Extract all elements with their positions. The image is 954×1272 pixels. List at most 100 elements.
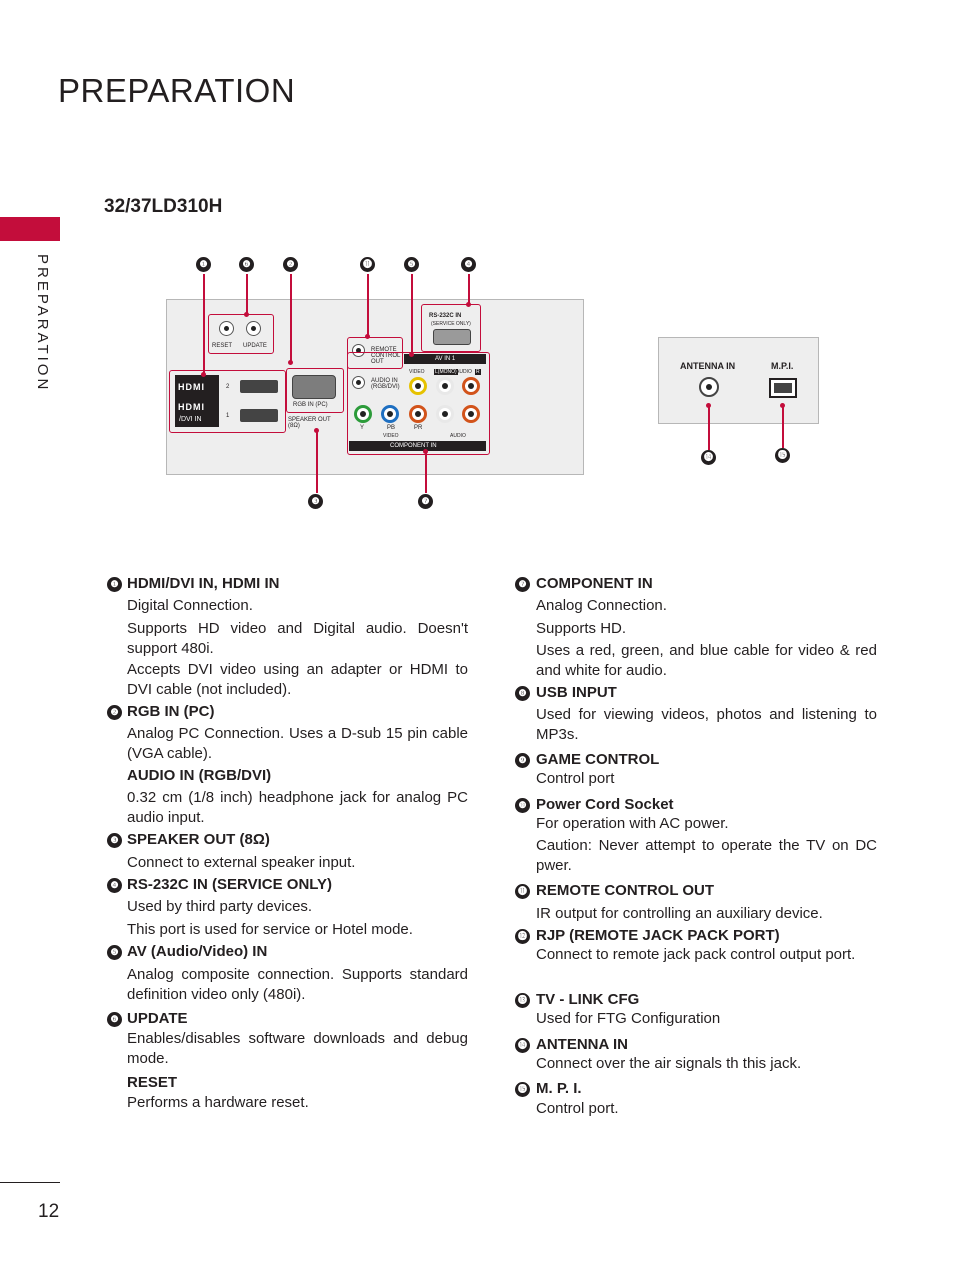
leader-line [425, 451, 427, 493]
item-subtitle: AUDIO IN (RGB/DVI) [127, 767, 272, 784]
component-video-label: VIDEO [383, 433, 399, 439]
leader-dot [409, 352, 414, 357]
item-number: ❿ [515, 798, 530, 813]
item-text: Uses a red, green, and blue cable for vi… [536, 642, 877, 679]
vga-port [292, 375, 336, 399]
l-mono-label: L(MONO) [434, 369, 458, 375]
component-audio-l-jack [436, 405, 454, 423]
av-video-jack [409, 377, 427, 395]
item-text: Used for FTG Configuration [536, 1010, 721, 1027]
item-title: RGB IN (PC) [127, 703, 215, 720]
antenna-jack [699, 377, 719, 397]
item-title: HDMI/DVI IN, HDMI IN [127, 575, 280, 592]
item-text: Control port [536, 770, 615, 787]
item-text: Supports HD. [536, 620, 627, 637]
rs232c-label: RS-232C IN [429, 313, 462, 319]
item-title: AV (Audio/Video) IN [127, 943, 268, 960]
leader-line [246, 274, 248, 314]
service-only-label: (SERVICE ONLY) [431, 321, 471, 327]
item-number: ⓮ [515, 1038, 530, 1053]
callout-1: ❶ [196, 257, 211, 272]
item-title: TV - LINK CFG [536, 991, 640, 1008]
hdmi-2-port [240, 380, 278, 393]
callout-7: ❼ [418, 494, 433, 509]
av-audio-r-jack [462, 377, 480, 395]
av-in-1-label: AV IN 1 [435, 356, 456, 362]
av-video-label: VIDEO [409, 369, 425, 375]
item-number: ❺ [107, 945, 122, 960]
leader-dot [244, 312, 249, 317]
reset-label: RESET [212, 343, 233, 349]
component-y-jack [354, 405, 372, 423]
hdmi-logo-1: HDMI [178, 402, 205, 412]
item-title: RJP (REMOTE JACK PACK PORT) [536, 927, 780, 944]
leader-line [203, 274, 205, 374]
callout-4: ❹ [461, 257, 476, 272]
item-title: UPDATE [127, 1010, 188, 1027]
leader-line [316, 430, 318, 493]
item-text: Performs a hardware reset. [127, 1094, 309, 1111]
item-number: ⓯ [515, 1082, 530, 1097]
item-subtitle: RESET [127, 1074, 178, 1091]
component-audio-label: AUDIO [450, 433, 466, 439]
rgb-in-label: RGB IN (PC) [293, 402, 328, 408]
item-text: Supports HD video and Digital audio. Doe… [127, 620, 468, 657]
item-number: ❹ [107, 878, 122, 893]
leader-dot [706, 403, 711, 408]
item-text: Accepts DVI video using an adapter or HD… [127, 661, 468, 698]
callout-11: ⓫ [360, 257, 375, 272]
leader-line [708, 405, 710, 450]
r-label: R [475, 369, 481, 375]
item-text: Connect to external speaker input. [127, 854, 356, 871]
rs232c-port [433, 329, 471, 345]
remote-control-out-label: REMOTE CONTROL OUT [371, 347, 401, 365]
pb-label: PB [387, 425, 396, 431]
component-pb-jack [381, 405, 399, 423]
item-number: ❶ [107, 577, 122, 592]
item-number: ❸ [107, 833, 122, 848]
update-button [246, 321, 261, 336]
speaker-out-label: SPEAKER OUT (8Ω) [288, 417, 331, 429]
leader-line [367, 274, 369, 336]
item-number: ❾ [515, 753, 530, 768]
mpi-port [769, 378, 797, 398]
leader-line [468, 274, 470, 304]
page-title: PREPARATION [58, 72, 296, 109]
remote-out-jack [352, 344, 365, 357]
item-text: 0.32 cm (1/8 inch) headphone jack for an… [127, 789, 468, 826]
footer-rule [0, 1182, 60, 1183]
leader-line [411, 274, 413, 354]
item-title: Power Cord Socket [536, 796, 674, 813]
item-number: ❷ [107, 705, 122, 720]
leader-dot [780, 403, 785, 408]
item-text: Analog composite connection. Supports st… [127, 966, 468, 1003]
item-text: This port is used for service or Hotel m… [127, 921, 413, 938]
model-heading: 32/37LD310H [104, 196, 223, 217]
hdmi-label-block [175, 375, 219, 427]
item-text: Analog Connection. [536, 597, 667, 614]
component-audio-r-jack [462, 405, 480, 423]
leader-dot [365, 334, 370, 339]
item-title: REMOTE CONTROL OUT [536, 882, 715, 899]
item-number: ⓫ [515, 884, 530, 899]
leader-line [290, 274, 292, 362]
audio-in-label: AUDIO IN (RGB/DVI) [371, 378, 400, 390]
callout-14: ⓮ [701, 450, 716, 465]
item-text: Digital Connection. [127, 597, 253, 614]
item-text: Connect to remote jack pack control outp… [536, 946, 856, 963]
callout-2: ❷ [283, 257, 298, 272]
leader-dot [201, 372, 206, 377]
leader-dot [314, 428, 319, 433]
item-text: Analog PC Connection. Uses a D-sub 15 pi… [127, 725, 468, 762]
side-section-label: PREPARATION [34, 254, 51, 393]
leader-dot [423, 449, 428, 454]
hdmi-group [169, 370, 286, 433]
item-number: ⓭ [515, 993, 530, 1008]
callout-6: ❻ [239, 257, 254, 272]
av-component-group [347, 352, 490, 455]
leader-dot [466, 302, 471, 307]
item-text: For operation with AC power. [536, 815, 729, 832]
dvi-in-label: /DVI IN [179, 416, 202, 423]
component-in-label: COMPONENT IN [390, 443, 437, 449]
hdmi-1-port [240, 409, 278, 422]
